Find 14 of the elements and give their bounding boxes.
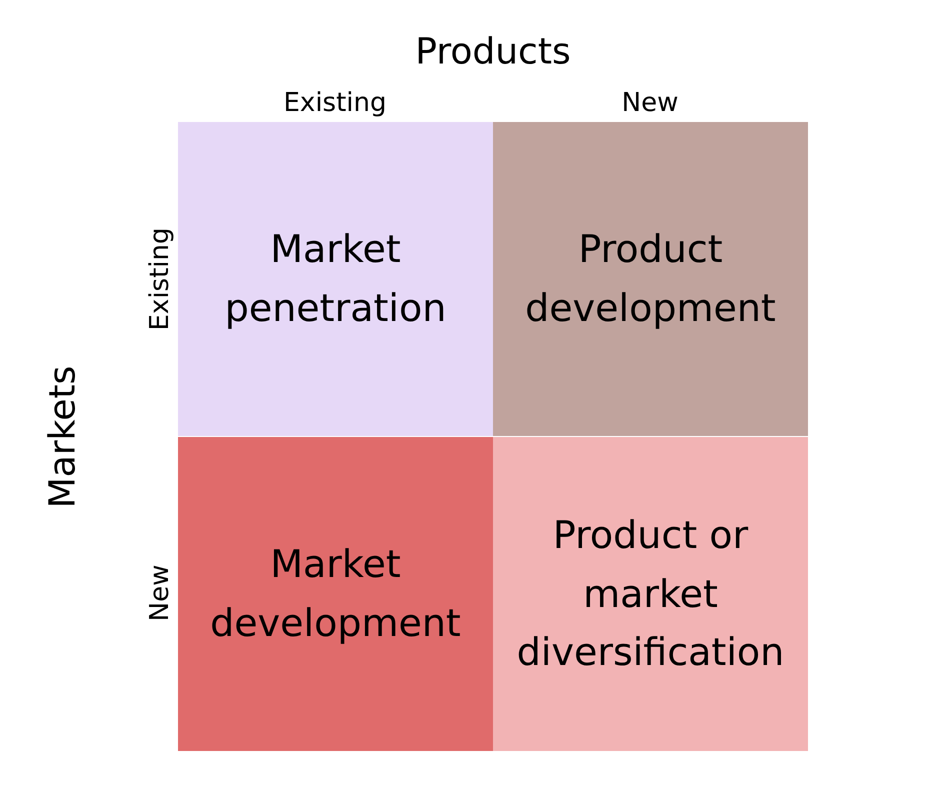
row-header: New <box>145 564 175 622</box>
quadrant-label: Product development <box>524 226 777 332</box>
quadrant-box <box>493 122 808 436</box>
axis-title: Products <box>415 32 571 72</box>
column-header: New <box>622 88 678 118</box>
row-header: Existing <box>145 228 175 330</box>
quadrant-label: Market development <box>209 541 462 647</box>
column-header: Existing <box>284 88 386 118</box>
quadrant-box <box>178 437 493 751</box>
quadrant-box <box>178 122 493 436</box>
axis-title: Markets <box>42 366 84 508</box>
quadrant-box <box>493 437 808 751</box>
quadrant-label: Market penetration <box>224 226 448 332</box>
quadrant-label: Product or market diversification <box>516 512 786 676</box>
